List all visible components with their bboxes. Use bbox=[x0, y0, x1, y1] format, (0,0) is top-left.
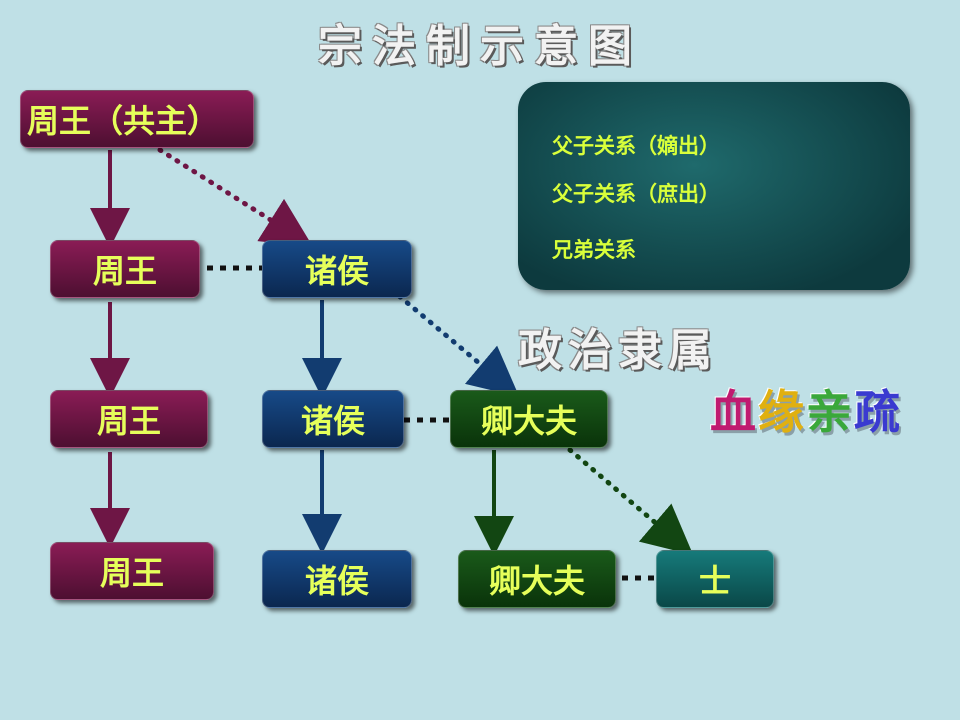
node-lord-3: 诸侯 bbox=[262, 550, 412, 608]
node-minister-2: 卿大夫 bbox=[458, 550, 616, 608]
legend-label-brothers: 兄弟关系 bbox=[552, 238, 636, 262]
node-king-4: 周王 bbox=[50, 542, 214, 600]
label-political-subordination: 政治隶属 bbox=[518, 325, 718, 376]
blood-char-4: 疏 bbox=[854, 385, 902, 439]
blood-char-3: 亲 bbox=[806, 385, 854, 439]
edge-lord-1-to-minister-1 bbox=[389, 287, 520, 397]
legend-panel bbox=[518, 82, 910, 290]
node-king-3: 周王 bbox=[50, 390, 208, 448]
node-lord-2: 诸侯 bbox=[262, 390, 404, 448]
blood-char-2: 缘 bbox=[758, 385, 806, 439]
node-king-sovereign: 周王（共主） bbox=[20, 90, 254, 148]
legend-label-illegitimate: 父子关系（庶出） bbox=[552, 182, 720, 206]
diagram-title: 宗法制示意图 bbox=[318, 21, 642, 72]
node-lord-1: 诸侯 bbox=[262, 240, 412, 298]
node-king-2: 周王 bbox=[50, 240, 200, 298]
node-scholar-1: 士 bbox=[656, 550, 774, 608]
edge-king-top-to-lord-1 bbox=[157, 147, 313, 247]
legend-label-legitimate: 父子关系（嫡出） bbox=[552, 134, 720, 158]
edge-minister-1-to-scholar-1 bbox=[567, 447, 694, 555]
blood-char-1: 血 bbox=[710, 385, 758, 439]
node-minister-1: 卿大夫 bbox=[450, 390, 608, 448]
label-blood-kinship: 血缘亲疏 bbox=[710, 376, 902, 442]
